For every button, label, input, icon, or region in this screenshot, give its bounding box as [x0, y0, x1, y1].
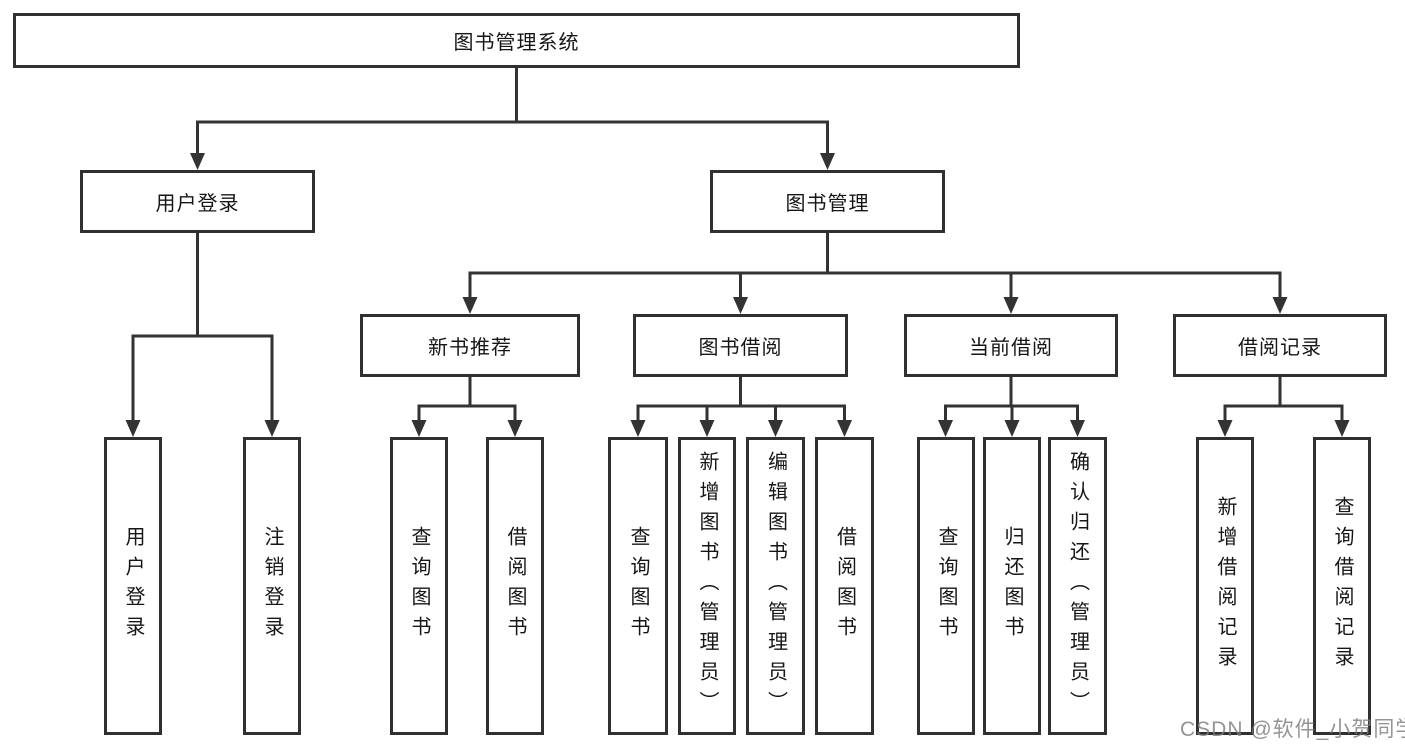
leaf-return-books-label: 归还图书	[1001, 526, 1023, 646]
leaf-logout-label: 注销登录	[261, 526, 283, 646]
leaf-add-book-admin-label: 新增图书（管理员）	[696, 451, 718, 721]
node-user-login: 用户登录	[80, 170, 315, 233]
leaf-borrow-books-recommend: 借阅图书	[486, 437, 544, 735]
leaf-borrow-books-borrowing-label: 借阅图书	[833, 526, 856, 646]
leaf-confirm-return-admin-label: 确认归还（管理员）	[1066, 451, 1089, 721]
leaf-return-books: 归还图书	[983, 437, 1041, 735]
node-book-management: 图书管理	[710, 170, 945, 233]
leaf-query-books-recommend-label: 查询图书	[408, 526, 430, 646]
leaf-logout: 注销登录	[243, 437, 301, 735]
node-borrowing-records: 借阅记录	[1173, 314, 1387, 377]
leaf-borrow-books-recommend-label: 借阅图书	[504, 526, 526, 646]
leaf-query-books-recommend: 查询图书	[390, 437, 448, 735]
leaf-edit-book-admin: 编辑图书（管理员）	[746, 437, 805, 735]
node-current-borrowing: 当前借阅	[904, 314, 1118, 377]
leaf-borrow-books-borrowing: 借阅图书	[815, 437, 874, 735]
leaf-user-login: 用户登录	[104, 437, 162, 735]
leaf-edit-book-admin-label: 编辑图书（管理员）	[764, 451, 787, 721]
csdn-watermark: CSDN @软件_小贺同学	[1180, 718, 1405, 741]
leaf-query-borrow-record: 查询借阅记录	[1313, 437, 1371, 735]
leaf-user-login-label: 用户登录	[122, 526, 144, 646]
leaf-query-books-borrowing-label: 查询图书	[627, 526, 649, 646]
leaf-confirm-return-admin: 确认归还（管理员）	[1048, 437, 1107, 735]
leaf-add-borrow-record: 新增借阅记录	[1196, 437, 1254, 735]
node-new-book-recommendation: 新书推荐	[360, 314, 580, 377]
node-book-borrowing: 图书借阅	[633, 314, 848, 377]
leaf-query-books-current-label: 查询图书	[935, 526, 957, 646]
leaf-query-borrow-record-label: 查询借阅记录	[1331, 496, 1353, 676]
leaf-query-books-current: 查询图书	[917, 437, 975, 735]
leaf-add-borrow-record-label: 新增借阅记录	[1214, 496, 1236, 676]
leaf-query-books-borrowing: 查询图书	[608, 437, 668, 735]
node-library-management-system: 图书管理系统	[13, 13, 1020, 68]
leaf-add-book-admin: 新增图书（管理员）	[678, 437, 736, 735]
